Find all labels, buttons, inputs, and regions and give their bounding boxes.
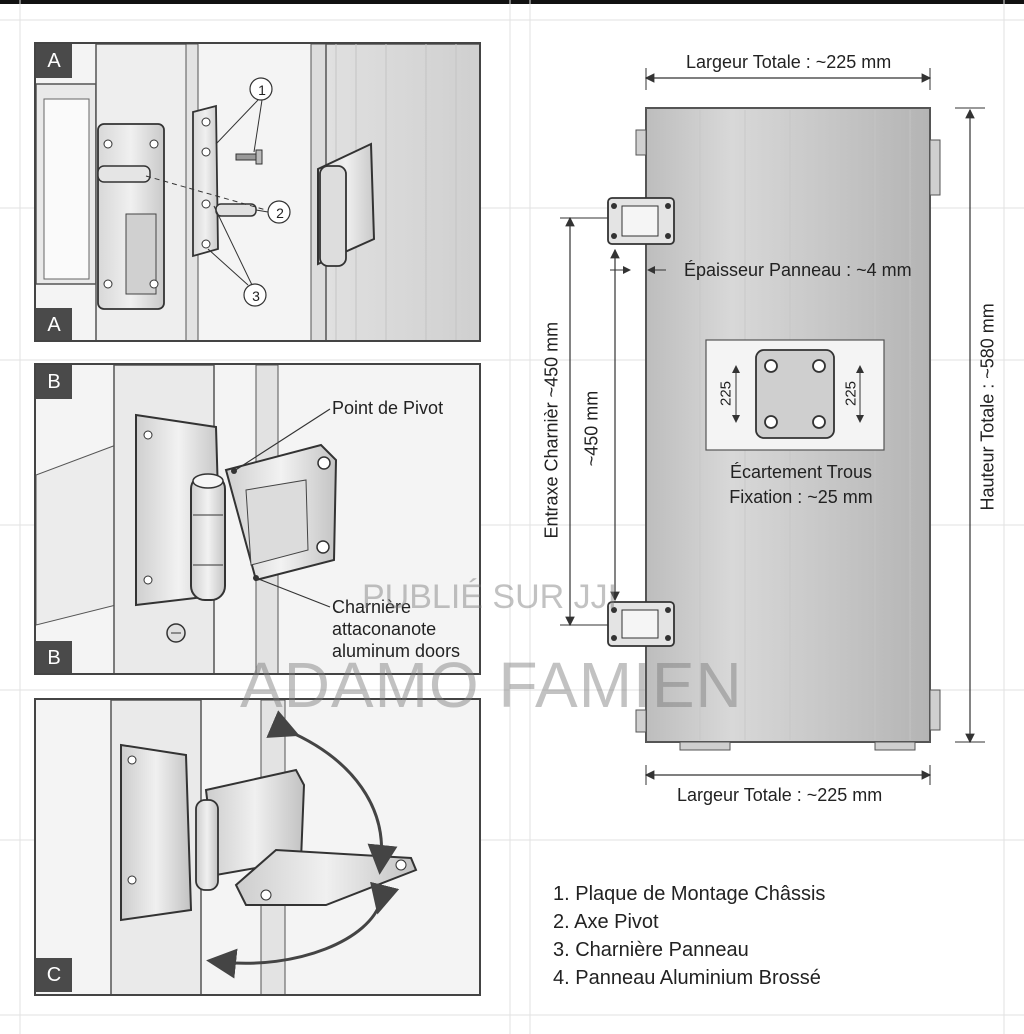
thickness-label: Épaisseur Panneau : ~4 mm	[684, 260, 912, 280]
hole-spacing-label-1: Écartement Trous	[729, 462, 873, 482]
panel-hinge-leaf	[192, 104, 219, 258]
top-hinge	[607, 197, 675, 245]
panel-b-letter-bottom: B	[36, 641, 72, 673]
height-label: Hauteur Totale : ~580 mm	[977, 303, 998, 511]
panel-b-drawing	[36, 365, 338, 673]
width-bottom-label: Largeur Totale : ~225 mm	[677, 785, 883, 805]
callout-2-label: 2	[276, 205, 284, 221]
hinge-spacing-inner-label: ~450 mm	[581, 390, 602, 467]
hole-spacing-label-2: Fixation : ~25 mm	[729, 487, 873, 507]
panel-b: B B Point de Pivot Charnière attaconanot…	[34, 363, 481, 675]
callout-1	[215, 77, 273, 153]
pivot-point-label: Point de Pivot	[332, 398, 444, 418]
hinge-label-line2: attaconanote	[332, 619, 437, 639]
panel-b-letter-top: B	[36, 365, 72, 399]
width-top-label: Largeur Totale : ~225 mm	[686, 52, 892, 72]
legend-item: 4. Panneau Aluminium Brossé	[553, 967, 821, 989]
swing-arrow-lower	[206, 881, 400, 979]
hole-dim-left: 225	[717, 380, 735, 407]
legend: 1. Plaque de Montage Châssis 2. Axe Pivo…	[553, 880, 825, 992]
panel-a-letter-top: A	[36, 44, 72, 78]
panel-c-letter: C	[36, 958, 72, 992]
pivot-barrel	[190, 474, 226, 601]
callout-2	[255, 200, 291, 224]
legend-item: 3. Charnière Panneau	[553, 939, 749, 961]
callout-1-label: 1	[258, 82, 266, 98]
swing-arrow-upper	[266, 710, 398, 875]
panel-c: C	[34, 698, 481, 996]
callout-3	[207, 205, 267, 307]
panel-a-letter-bottom: A	[36, 308, 72, 340]
hinge-label-line1: Charnière	[332, 597, 412, 617]
hinge-spacing-label: Entraxe Charnièr ~450 mm	[541, 321, 562, 539]
legend-item: 2. Axe Pivot	[553, 911, 659, 933]
bottom-hinge	[607, 601, 675, 647]
panel-a-drawing	[36, 44, 479, 340]
top-border	[0, 0, 1024, 4]
hinge-label-line3: aluminum doors	[332, 641, 461, 661]
panel-c-drawing	[110, 700, 418, 994]
hole-dim-right: 225	[842, 380, 860, 407]
legend-item: 1. Plaque de Montage Châssis	[553, 883, 826, 905]
dimension-drawing	[560, 68, 985, 785]
panel-a: A A 1 2 3	[34, 42, 481, 342]
callout-3-label: 3	[252, 288, 260, 304]
